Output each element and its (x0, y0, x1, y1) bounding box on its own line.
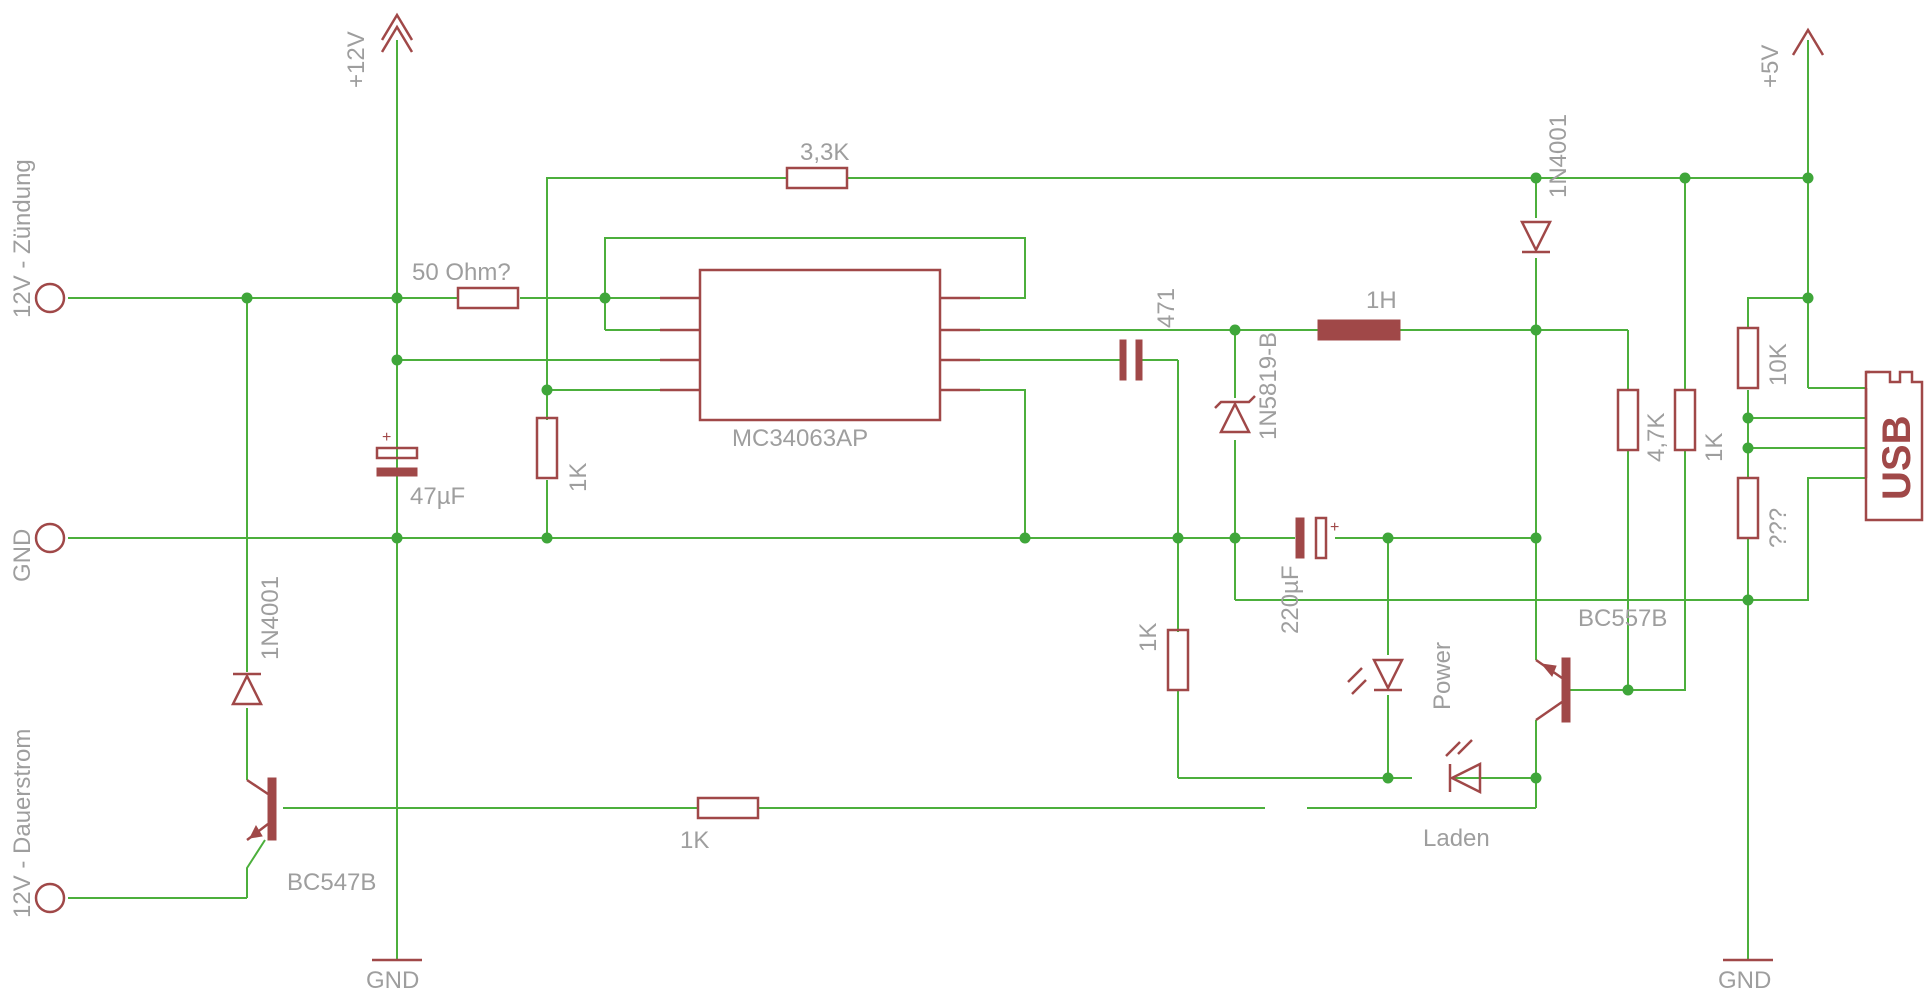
diode-schottky-label: 1N5819-B (1255, 332, 1282, 440)
resistor-1k-right-label: 1K (1701, 433, 1728, 462)
gnd-symbol-left: GND (366, 958, 422, 994)
diode-1n4001-top: 1N4001 (1519, 114, 1572, 254)
resistor-1k-left: 1K (535, 416, 592, 492)
supply-5v-label: +5V (1757, 45, 1784, 88)
supply-12v-symbol: +12V (343, 12, 414, 88)
ic-label: MC34063AP (732, 425, 868, 452)
led-power-label: Power (1429, 642, 1456, 710)
usb-label: USB (1875, 416, 1919, 500)
terminal-gnd: GND (9, 522, 66, 582)
diode-left-label: 1N4001 (257, 576, 284, 660)
resistor-4k7: 4,7K (1616, 388, 1670, 462)
transistor-bc557b: BC557B (1535, 605, 1667, 723)
transistor-bc557b-label: BC557B (1578, 605, 1667, 632)
resistor-1k-mid-label: 1K (1135, 623, 1162, 652)
gnd-right-label: GND (1718, 967, 1771, 994)
resistor-1k-right: 1K (1673, 388, 1728, 462)
led-laden-label: Laden (1423, 825, 1490, 852)
inductor-1h: 1H (1317, 287, 1401, 341)
capacitor-47u-label: 47µF (410, 483, 465, 510)
inductor-label: 1H (1366, 287, 1397, 314)
capacitor-471: 471 (1119, 288, 1180, 381)
terminal-dauerstrom: 12V - Dauerstrom (9, 729, 66, 918)
gnd-symbol-right: GND (1718, 958, 1773, 994)
terminal-gnd-label: GND (9, 529, 36, 582)
svg-text:+: + (1330, 519, 1339, 536)
resistor-50ohm-label: 50 Ohm? (412, 259, 511, 286)
resistor-unknown: ??? (1736, 476, 1792, 548)
ic-mc34063: MC34063AP (660, 268, 980, 452)
resistor-1k-bottom-label: 1K (680, 827, 709, 854)
resistor-3k3: 3,3K (785, 139, 849, 190)
terminal-zuendung: 12V - Zündung (9, 159, 66, 318)
resistor-1k-bottom: 1K (680, 796, 760, 854)
svg-text:+: + (382, 429, 391, 446)
gnd-left-label: GND (366, 967, 419, 994)
resistor-10k-label: 10K (1765, 343, 1792, 386)
resistor-1k-left-label: 1K (565, 463, 592, 492)
usb-connector: USB (1864, 370, 1924, 522)
diode-top-label: 1N4001 (1545, 114, 1572, 198)
wires (68, 40, 1866, 960)
resistor-10k: 10K (1736, 326, 1792, 390)
capacitor-471-label: 471 (1153, 288, 1180, 328)
diode-schottky: 1N5819-B (1214, 332, 1282, 440)
capacitor-47u: + 47µF (375, 429, 465, 510)
led-power: Power (1347, 642, 1456, 710)
supply-12v-label: +12V (343, 31, 370, 88)
capacitor-220u: + 220µF (1277, 516, 1339, 634)
terminal-zuendung-label: 12V - Zündung (9, 159, 36, 318)
led-laden: Laden (1423, 739, 1490, 852)
resistor-1k-mid: 1K (1135, 623, 1190, 692)
supply-5v-symbol: +5V (1757, 27, 1825, 88)
capacitor-220u-label: 220µF (1277, 565, 1304, 634)
resistor-50ohm: 50 Ohm? (412, 259, 520, 310)
resistor-3k3-label: 3,3K (800, 139, 849, 166)
resistor-4k7-label: 4,7K (1643, 413, 1670, 462)
resistor-unknown-label: ??? (1765, 508, 1792, 548)
diode-1n4001-left: 1N4001 (230, 576, 284, 706)
transistor-bc547b: BC547B (246, 777, 376, 896)
terminal-dauerstrom-label: 12V - Dauerstrom (9, 729, 36, 918)
transistor-bc547b-label: BC547B (287, 869, 376, 896)
junctions (241, 172, 1814, 784)
